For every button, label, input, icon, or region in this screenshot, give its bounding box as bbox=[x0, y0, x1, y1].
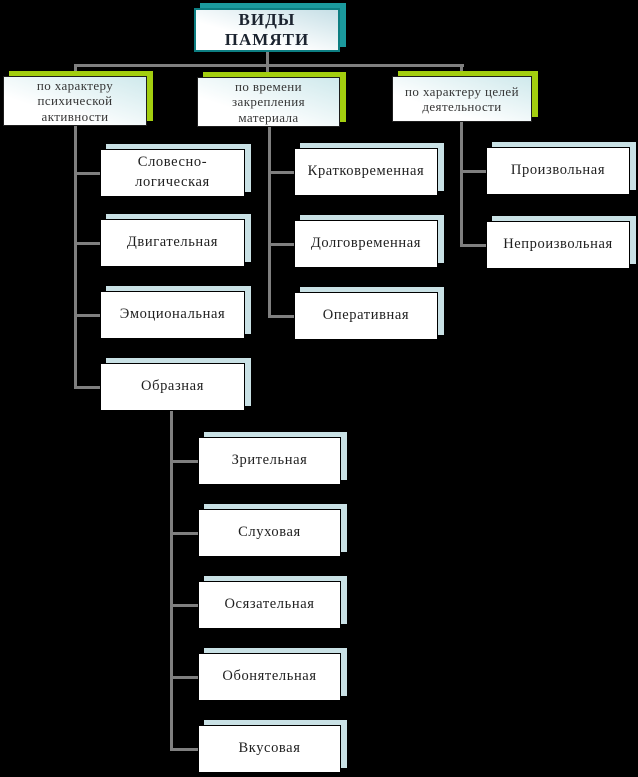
node-figurative: Образная bbox=[100, 363, 245, 411]
connector-line bbox=[170, 532, 198, 535]
connector-line bbox=[268, 171, 294, 174]
connector-line bbox=[74, 242, 102, 245]
connector-line bbox=[170, 748, 198, 751]
node-auditory: Слуховая bbox=[198, 509, 341, 557]
connector-line bbox=[266, 64, 269, 79]
node-verbal-logical: Словесно- логическая bbox=[100, 149, 245, 197]
connector-line bbox=[170, 676, 198, 679]
connector-line bbox=[460, 64, 463, 78]
connector-line bbox=[170, 604, 198, 607]
node-motor: Двигательная bbox=[100, 219, 245, 267]
connector-line bbox=[74, 386, 102, 389]
connector-line bbox=[74, 172, 102, 175]
node-header-time: по времени закрепления материала bbox=[197, 77, 340, 127]
node-olfactory: Обонятельная bbox=[198, 653, 341, 701]
node-emotional: Эмоциональная bbox=[100, 291, 245, 339]
node-header-goals: по характеру целей деятельности bbox=[392, 76, 532, 122]
node-voluntary: Произвольная bbox=[486, 147, 630, 195]
connector-line bbox=[170, 460, 198, 463]
node-visual: Зрительная bbox=[198, 437, 341, 485]
node-involuntary: Непроизвольная bbox=[486, 221, 630, 269]
connector-line bbox=[170, 411, 173, 751]
connector-line bbox=[268, 315, 294, 318]
node-operational: Оперативная bbox=[294, 292, 438, 340]
connector-line bbox=[460, 122, 463, 247]
connector-line bbox=[268, 127, 271, 318]
connector-line bbox=[74, 314, 102, 317]
node-header-activity: по характеру психической активности bbox=[3, 76, 147, 126]
node-short-term: Кратковременная bbox=[294, 148, 438, 196]
connector-line bbox=[460, 244, 486, 247]
connector-line bbox=[266, 52, 269, 65]
connector-line bbox=[74, 64, 77, 78]
node-gustatory: Вкусовая bbox=[198, 725, 341, 773]
connector-line bbox=[74, 64, 464, 67]
node-title: ВИДЫ ПАМЯТИ bbox=[194, 8, 340, 52]
connector-line bbox=[460, 170, 486, 173]
node-long-term: Долговременная bbox=[294, 220, 438, 268]
connector-line bbox=[74, 126, 77, 389]
connector-line bbox=[268, 243, 294, 246]
node-tactile: Осязательная bbox=[198, 581, 341, 629]
